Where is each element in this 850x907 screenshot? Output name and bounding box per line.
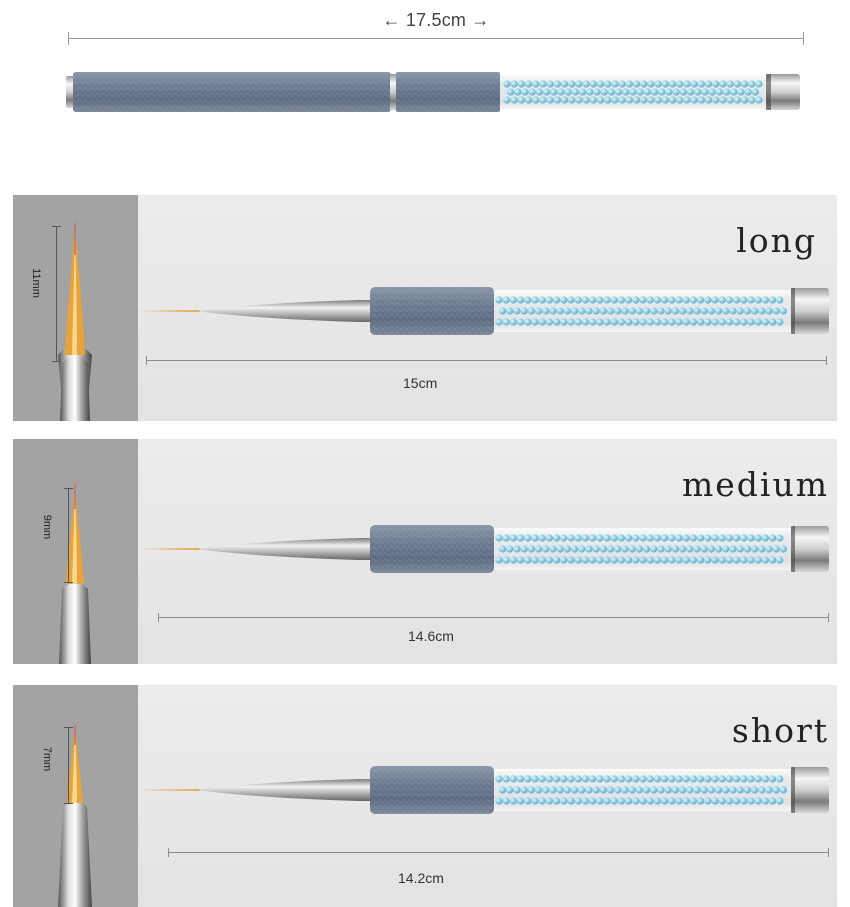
dimension-tick bbox=[158, 613, 159, 622]
tip-dimension-tick bbox=[64, 727, 73, 728]
brush-image bbox=[138, 525, 829, 573]
bristle-closeup-image bbox=[58, 223, 92, 421]
dimension-tick bbox=[826, 356, 827, 365]
size-label: short bbox=[731, 711, 829, 750]
total-length-label: 14.2cm bbox=[398, 870, 444, 886]
dimension-tick bbox=[803, 32, 804, 45]
tip-closeup: 9mm bbox=[13, 439, 138, 664]
capped-brush-image bbox=[66, 72, 800, 112]
tip-closeup: 11mm bbox=[13, 195, 138, 421]
length-dimension-line bbox=[146, 360, 827, 361]
brush-panel-short: 7mm short 14.2cm bbox=[13, 685, 837, 907]
total-length-label: 14.6cm bbox=[408, 628, 454, 644]
brush-image bbox=[138, 766, 829, 814]
tip-dimension-tick bbox=[64, 488, 73, 489]
brush-panel-long: 11mm long 15cm bbox=[13, 195, 837, 421]
total-length-label: 15cm bbox=[403, 375, 438, 391]
tip-dimension-tick bbox=[64, 803, 73, 804]
bristle-closeup-image bbox=[59, 483, 91, 664]
tip-length-label: 9mm bbox=[41, 514, 54, 540]
tip-dimension-tick bbox=[52, 361, 61, 362]
dimension-tick bbox=[828, 848, 829, 857]
tip-dimension-line bbox=[68, 727, 69, 803]
brush-view: short 14.2cm bbox=[138, 685, 837, 907]
dimension-tick bbox=[168, 848, 169, 857]
length-dimension-line bbox=[168, 852, 829, 853]
bristle-closeup-image bbox=[58, 725, 92, 907]
dimension-line bbox=[68, 38, 804, 39]
tip-dimension-line bbox=[56, 226, 57, 361]
tip-dimension-tick bbox=[64, 582, 73, 583]
length-dimension-line bbox=[158, 617, 829, 618]
overall-length-label: ← 17.5cm → bbox=[382, 10, 490, 30]
brush-image bbox=[138, 287, 829, 335]
overall-dimension: ← 17.5cm → bbox=[68, 10, 804, 45]
brush-view: medium 14.6cm bbox=[138, 439, 837, 664]
dimension-tick bbox=[828, 613, 829, 622]
size-label: long bbox=[736, 221, 817, 260]
tip-length-label: 7mm bbox=[41, 746, 54, 772]
dimension-tick bbox=[146, 356, 147, 365]
tip-dimension-line bbox=[68, 488, 69, 582]
brush-panel-medium: 9mm medium 14.6cm bbox=[13, 439, 837, 664]
dimension-tick bbox=[68, 32, 69, 45]
size-label: medium bbox=[681, 465, 829, 504]
brush-view: long 15cm bbox=[138, 195, 837, 421]
tip-closeup: 7mm bbox=[13, 685, 138, 907]
tip-length-label: 11mm bbox=[29, 268, 42, 298]
tip-dimension-tick bbox=[52, 226, 61, 227]
